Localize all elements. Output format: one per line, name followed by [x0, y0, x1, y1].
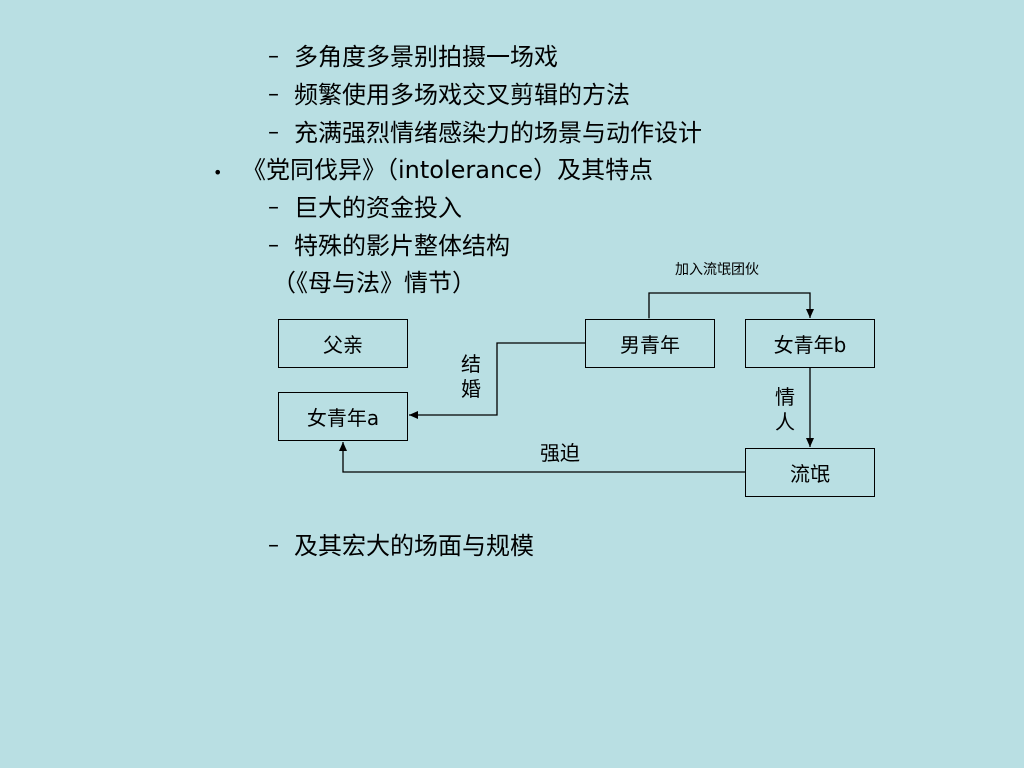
sub-item-huge-investment: 巨大的资金投入 — [294, 194, 462, 222]
coercion-label: 强迫 — [540, 441, 580, 465]
dash-marker: – — [268, 233, 279, 258]
marriage-label-char2: 婚 — [461, 377, 481, 401]
sub-item-cross-cutting: 频繁使用多场戏交叉剪辑的方法 — [294, 81, 630, 109]
dash-marker: – — [268, 195, 279, 220]
node-young-woman-b: 女青年b — [745, 319, 875, 368]
join-gang-label: 加入流氓团伙 — [675, 262, 759, 278]
node-young-man: 男青年 — [585, 319, 715, 368]
node-hooligan: 流氓 — [745, 448, 875, 497]
sub-item-emotional-scenes: 充满强烈情绪感染力的场景与动作设计 — [294, 119, 702, 147]
lover-label-char1: 情 — [775, 385, 795, 409]
sub-item-multi-angle: 多角度多景别拍摄一场戏 — [294, 43, 558, 71]
marriage-connector — [409, 339, 594, 419]
sub-item-special-structure: 特殊的影片整体结构 — [294, 232, 510, 260]
dash-marker: – — [268, 533, 279, 558]
dash-marker: – — [268, 82, 279, 107]
node-young-woman-a: 女青年a — [278, 392, 408, 441]
dash-marker: – — [268, 120, 279, 145]
sub-item-grand-scale: 及其宏大的场面与规模 — [294, 532, 534, 560]
marriage-label-char1: 结 — [461, 352, 481, 376]
main-item-intolerance: 《党同伐异》（intolerance）及其特点 — [242, 156, 654, 184]
coercion-connector — [339, 442, 745, 473]
lover-label-char2: 人 — [775, 410, 795, 434]
node-father: 父亲 — [278, 319, 408, 368]
join-gang-connector — [645, 292, 814, 327]
sub-note-mother-and-law: （《母与法》情节） — [272, 269, 476, 297]
dash-marker: – — [268, 44, 279, 69]
bullet-marker: • — [213, 163, 223, 182]
